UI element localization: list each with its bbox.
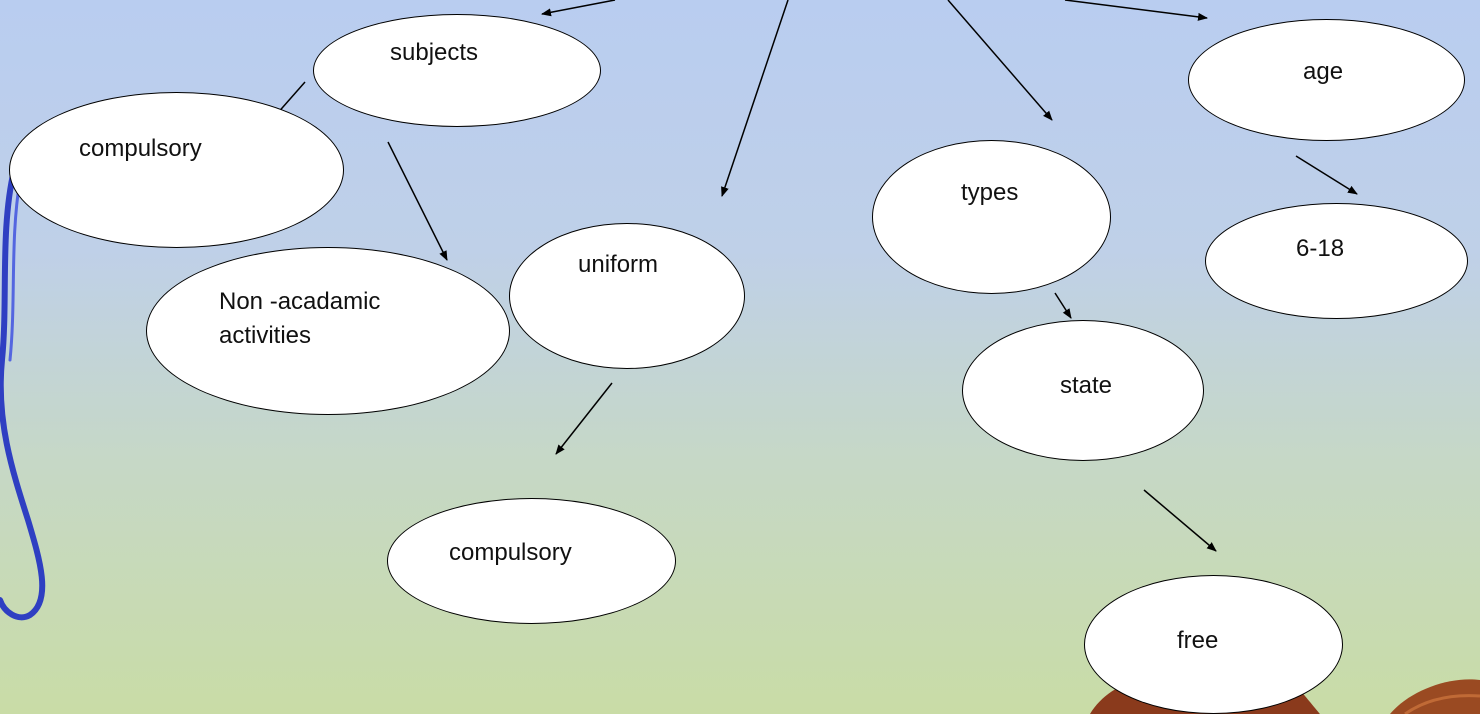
node-age (1188, 19, 1465, 141)
arrow-uniform-to-compulsory (555, 382, 613, 455)
arrow-top-to-uniform (721, 0, 789, 197)
arrow-types-to-state (1054, 292, 1072, 319)
node-state-label: state (1060, 372, 1113, 399)
node-uniform (509, 223, 745, 369)
arrow-state-to-free (1143, 489, 1217, 552)
node-age-label: age (1303, 58, 1344, 85)
node-age-range (1205, 203, 1468, 319)
arrow-subjects-to-nonacademic (387, 141, 448, 261)
node-types-label: types (961, 179, 1019, 206)
node-compulsory-subjects-label: compulsory (79, 135, 202, 162)
node-subjects (313, 14, 601, 127)
decorative-ribbon (0, 167, 46, 621)
arrow-top-to-types (947, 0, 1053, 121)
node-non-academic-label: Non -acadamic activities (219, 288, 381, 349)
arrow-top-to-age (1064, 0, 1208, 21)
node-free-label: free (1177, 627, 1219, 654)
node-subjects-label: subjects (390, 39, 479, 66)
node-free (1084, 575, 1343, 714)
node-compulsory-uniform (387, 498, 676, 624)
node-uniform-label: uniform (578, 251, 659, 278)
arrow-top-to-subjects (541, 0, 616, 17)
node-types (872, 140, 1111, 294)
node-compulsory-uniform-label: compulsory (449, 539, 572, 566)
node-compulsory-subjects (9, 92, 344, 248)
node-age-range-label: 6-18 (1296, 235, 1345, 262)
arrow-age-to-range (1295, 155, 1358, 195)
node-non-academic (146, 247, 510, 415)
node-state (962, 320, 1204, 461)
